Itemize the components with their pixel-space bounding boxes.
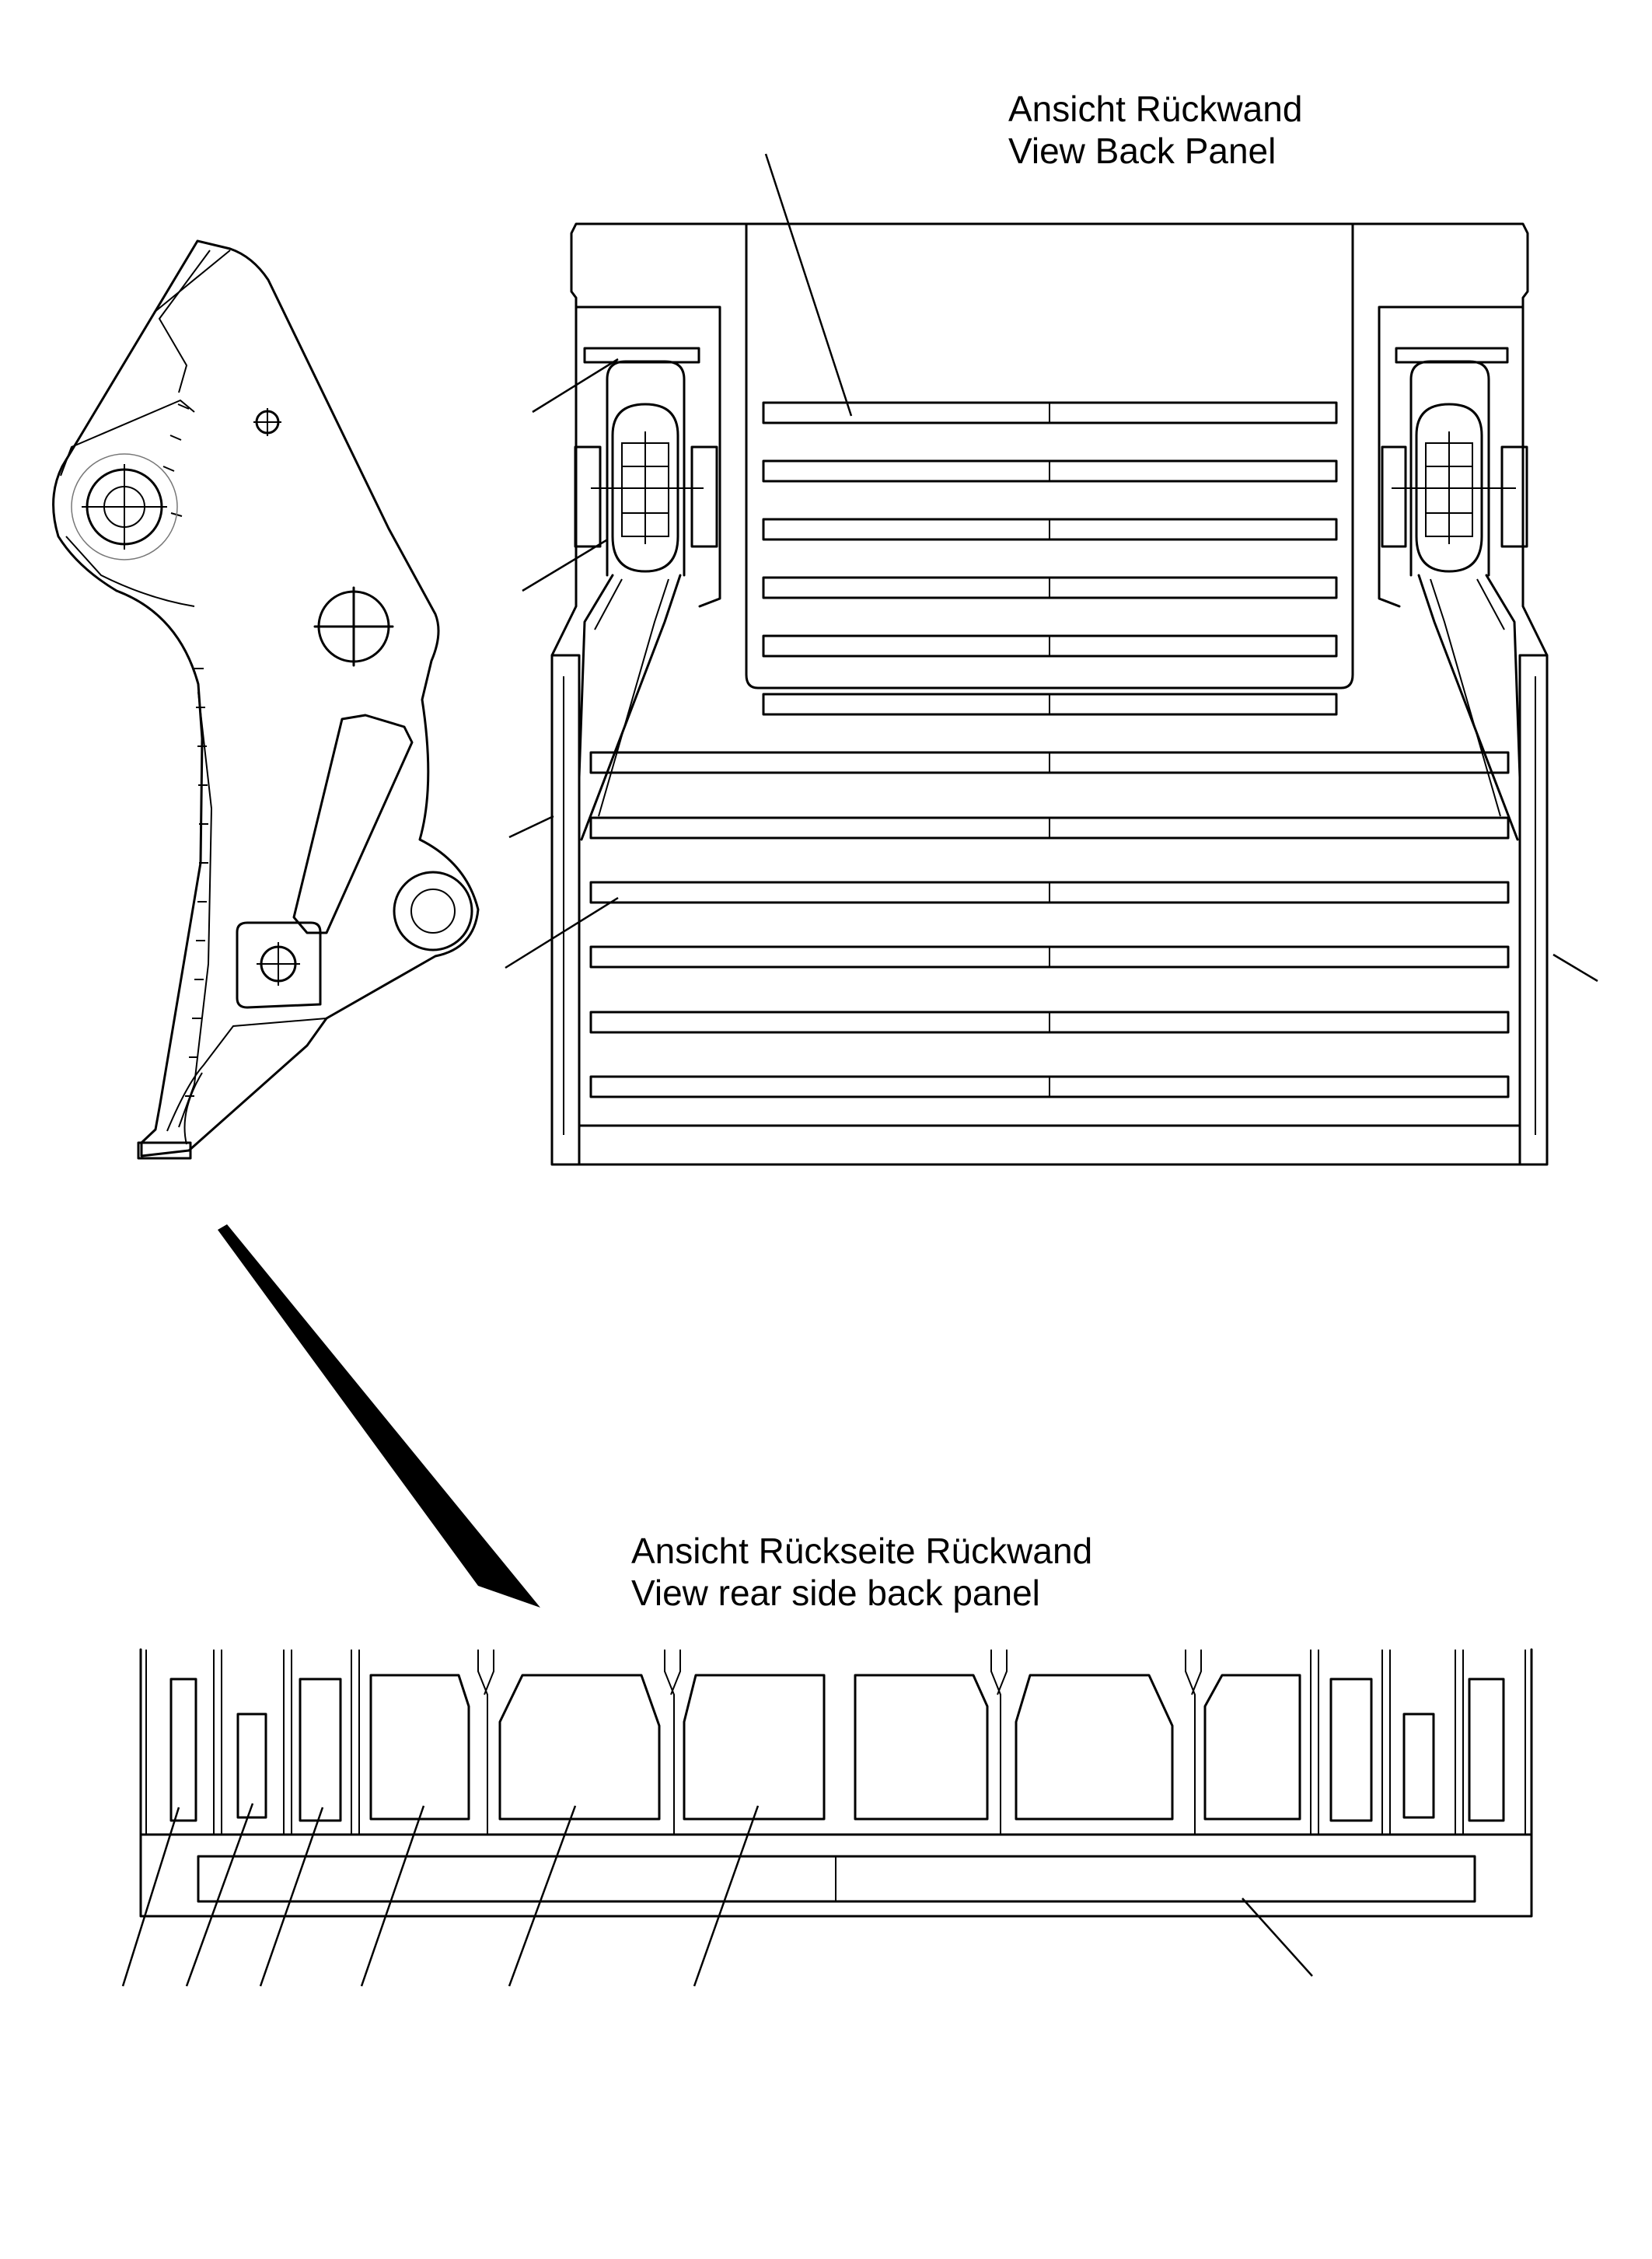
lower-slats (589, 751, 1510, 1098)
left-hinge (574, 347, 718, 841)
back-panel-caption-en: View Back Panel (1008, 131, 1277, 171)
view-direction-arrow (218, 1224, 540, 1608)
rear-side-caption-en: View rear side back panel (631, 1573, 1040, 1613)
upper-slats (762, 401, 1338, 716)
right-hinge (1381, 347, 1528, 841)
rear-side-caption-de: Ansicht Rückseite Rückwand (631, 1531, 1093, 1571)
back-panel-caption: Ansicht Rückwand View Back Panel (1008, 88, 1302, 172)
side-view (52, 239, 480, 1160)
back-panel-caption-de: Ansicht Rückwand (1008, 89, 1303, 129)
back-panel-view (505, 153, 1598, 1166)
rear-side-caption: Ansicht Rückseite Rückwand View rear sid… (631, 1530, 1092, 1614)
rear-side-view (121, 1648, 1533, 1987)
